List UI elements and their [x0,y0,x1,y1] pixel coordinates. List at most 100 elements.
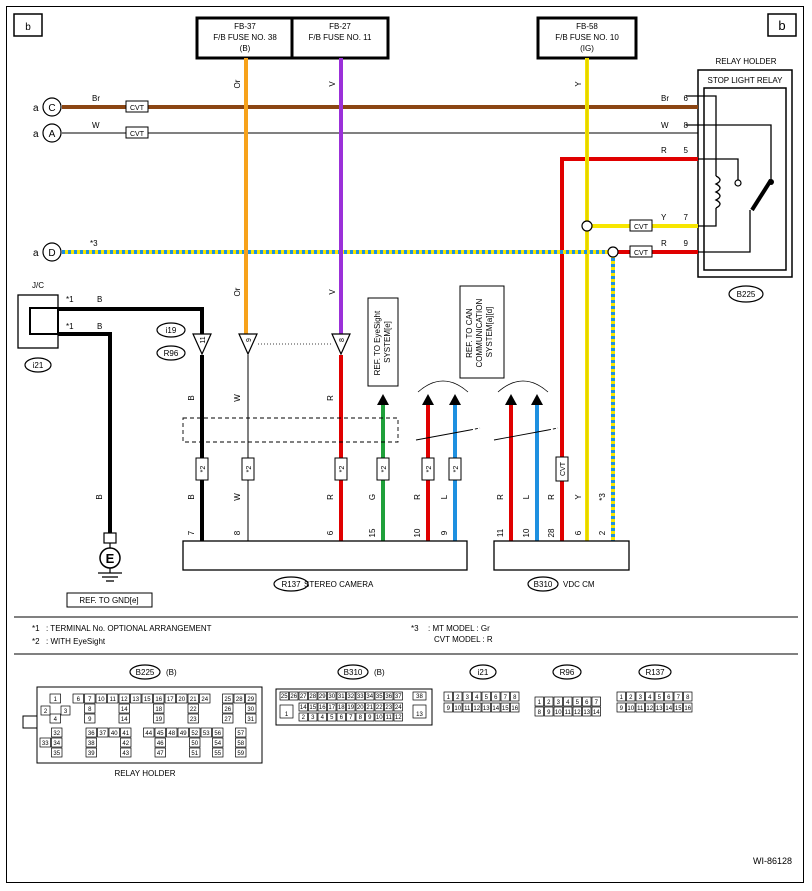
pin-cell-number: 13 [583,710,590,716]
junction [607,246,619,258]
pin-cell-number: 19 [347,705,354,711]
arrow-up-icon [531,394,543,405]
pin-cell [327,702,337,712]
pin-cell [222,713,234,724]
svg-text:D: D [48,248,55,259]
pin-cell-number: 23 [190,717,197,723]
fuse-label: (IG) [580,44,594,53]
pin-cell-number: 8 [538,710,542,716]
pin-cell [626,691,636,702]
pin-cell-number: 1 [620,695,624,701]
pin-cell [393,691,403,701]
pin-cell-number: 7 [677,695,681,701]
wire-color-label: Br [92,94,100,103]
pin-cell-number: 35 [53,751,60,757]
pin-cell-number: 36 [88,731,95,737]
pin-cell-number: 4 [475,695,479,701]
pin-cell-number: 26 [224,707,231,713]
terminal-aA: a A [33,123,62,143]
vdc-pin-number: 2 [598,530,607,535]
pin-cell-number: 23 [385,705,392,711]
pin-cell-number: 14 [665,706,672,712]
wire-color-label: W [233,394,242,402]
svg-text:R137: R137 [645,668,665,677]
svg-text:a: a [33,103,39,114]
svg-text:*2: *2 [381,466,388,473]
jc-connector: i21 [33,361,44,370]
pin-cell [120,747,132,758]
star1-label: *1 [66,295,74,304]
pin-cell [673,702,683,713]
pin-cell [97,727,109,738]
pin-cell [308,691,318,701]
pin-cell-number: 2 [547,700,551,706]
pin-cell-number: 2 [44,709,48,715]
pin-cell-number: 17 [328,705,335,711]
pin-cell [212,747,224,758]
connector-oval [156,345,186,361]
svg-text:*2: *2 [246,466,253,473]
svg-text:CVT: CVT [634,250,649,257]
pin-cell [235,737,247,748]
svg-text:C: C [48,103,55,114]
fuse-label: (B) [240,44,251,53]
relay-coil-icon [714,175,721,209]
wire-color-label: W [233,493,242,501]
pin-cell-number: 11 [386,715,393,721]
pin-cell [107,693,119,704]
pin-cell [384,702,394,712]
pin-cell-number: 18 [338,705,345,711]
pin-cell-number: 39 [88,751,95,757]
pin-cell [572,706,582,717]
pin-cell [462,691,472,702]
pin-cell [591,696,601,707]
pin-cell [120,737,132,748]
pin-cell [510,702,520,713]
stereo-pin-number: 10 [413,528,422,537]
wire-color-label: R [661,146,667,155]
svg-text:(B): (B) [374,668,385,677]
pin-cell [51,737,63,748]
pin-cell-number: 8 [88,707,92,713]
svg-text:R96: R96 [560,668,575,677]
note-key: *1 [32,624,40,633]
pin-cell-number: 7 [349,715,353,721]
svg-text:(B): (B) [166,668,177,677]
pin-cell [84,713,96,724]
connector-arrow-icon [238,333,258,356]
pin-cell-number: 10 [627,706,634,712]
pin-cell-number: 28 [309,694,316,700]
pin-cell-number: 57 [237,731,244,737]
note-text: : WITH EyeSight [46,637,106,646]
vdc-pin-number: 6 [574,530,583,535]
pin-cell-number: 1 [54,697,58,703]
wire-color-label: R [413,494,422,500]
pin-cell [279,704,294,719]
pin-cell [154,727,166,738]
pin-cell-number: 16 [511,706,518,712]
pin-cell-number: 14 [121,707,128,713]
pin-cell-number: 16 [155,697,162,703]
pin-cell-number: 46 [157,741,164,747]
relay-pin: 5 [684,146,689,155]
pin-cell [245,703,257,714]
twist-line [547,427,559,431]
relay-holder: RELAY HOLDER STOP LIGHT RELAY 6 8 5 7 9 … [684,57,793,303]
pin-cell-number: 44 [145,731,152,737]
pin-cell [176,693,188,704]
pin-cell-number: 21 [366,705,373,711]
wire-color-label: B [95,494,104,499]
pin-cell-number: 49 [180,731,187,737]
stereo-pin-number: 15 [368,528,377,537]
wire-color-label: Y [574,81,583,87]
pin-cell [481,691,491,702]
connector-oval [156,322,186,338]
pin-cell-number: 51 [191,751,198,757]
pin-cell-number: 48 [168,731,175,737]
pin-cell [553,696,563,707]
relay-holder-label: RELAY HOLDER [715,57,776,66]
relay-contact [734,179,742,187]
pin-cell-number: 11 [565,710,572,716]
pin-cell-number: 8 [686,695,690,701]
